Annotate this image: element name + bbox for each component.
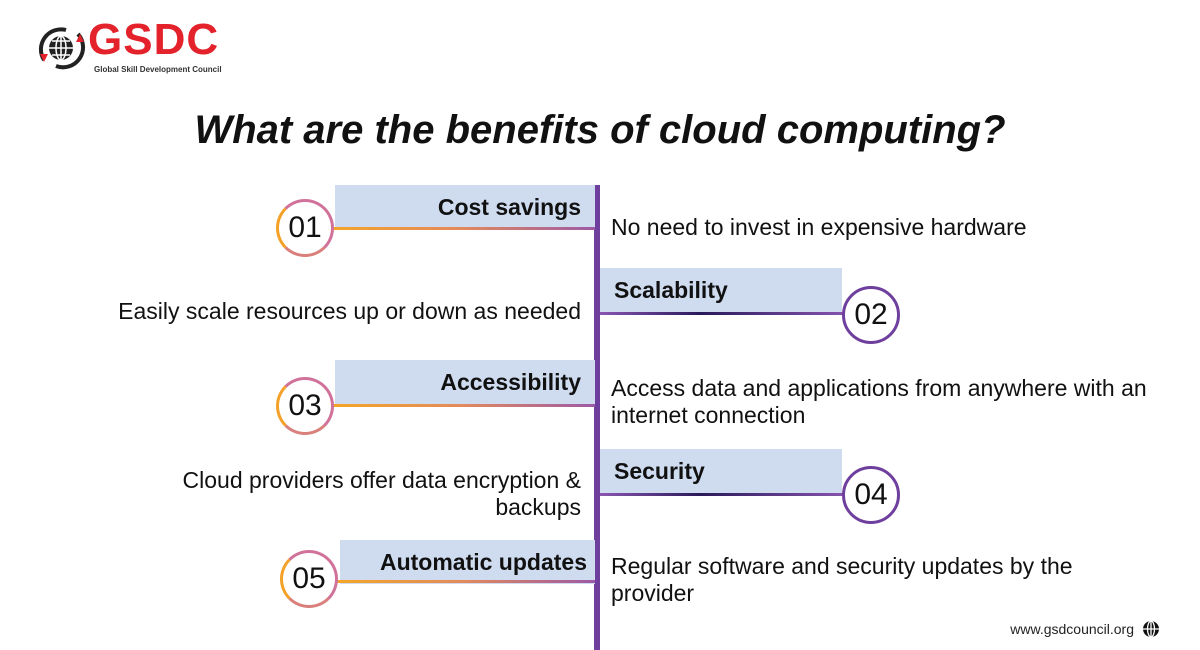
website-url: www.gsdcouncil.org	[1010, 621, 1134, 637]
footer-website: www.gsdcouncil.org	[1010, 620, 1160, 638]
item-4-title: Security	[614, 458, 705, 484]
item-2-description: Easily scale resources up or down as nee…	[118, 298, 581, 324]
gsdc-logo: GSDC Global Skill Development Council	[36, 15, 226, 78]
item-1-number: 01	[288, 211, 322, 244]
logo-wordmark: GSDC	[88, 15, 220, 64]
item-3-title-box: Accessibility	[335, 360, 595, 404]
item-4-connector	[600, 493, 850, 496]
item-1-number-badge: 01	[276, 199, 334, 257]
item-3-title: Accessibility	[440, 369, 581, 395]
item-1-description: No need to invest in expensive hardware	[611, 214, 1027, 240]
item-2-number-badge: 02	[842, 286, 900, 344]
globe-icon	[1143, 620, 1159, 638]
item-3-number-badge: 03	[276, 377, 334, 435]
item-5-number-badge: 05	[280, 550, 338, 608]
item-1-title-box: Cost savings	[335, 185, 595, 229]
globe-logo-icon	[38, 27, 86, 70]
item-4-number: 04	[854, 478, 888, 511]
item-5-title: Automatic updates	[379, 549, 587, 575]
item-4-number-badge: 04	[842, 466, 900, 524]
item-3-description: Access data and applications from anywhe…	[611, 375, 1147, 428]
item-2-number: 02	[854, 298, 888, 331]
item-2-title: Scalability	[614, 277, 728, 303]
item-1-connector	[320, 227, 595, 230]
timeline-spine	[594, 185, 600, 650]
item-2-connector	[600, 312, 850, 315]
item-5-number: 05	[292, 562, 326, 595]
item-4-title-box: Security	[600, 449, 842, 493]
item-3-number: 03	[288, 389, 322, 422]
item-1-title: Cost savings	[437, 194, 581, 220]
item-3-connector	[320, 404, 595, 407]
item-5-connector	[325, 580, 595, 583]
item-5-title-box: Automatic updates	[340, 540, 595, 584]
item-4-description: Cloud providers offer data encryption & …	[182, 467, 581, 520]
item-2-title-box: Scalability	[600, 268, 842, 312]
item-5-description: Regular software and security updates by…	[611, 553, 1073, 606]
logo-subtitle: Global Skill Development Council	[94, 65, 222, 74]
page-title: What are the benefits of cloud computing…	[194, 108, 1006, 152]
